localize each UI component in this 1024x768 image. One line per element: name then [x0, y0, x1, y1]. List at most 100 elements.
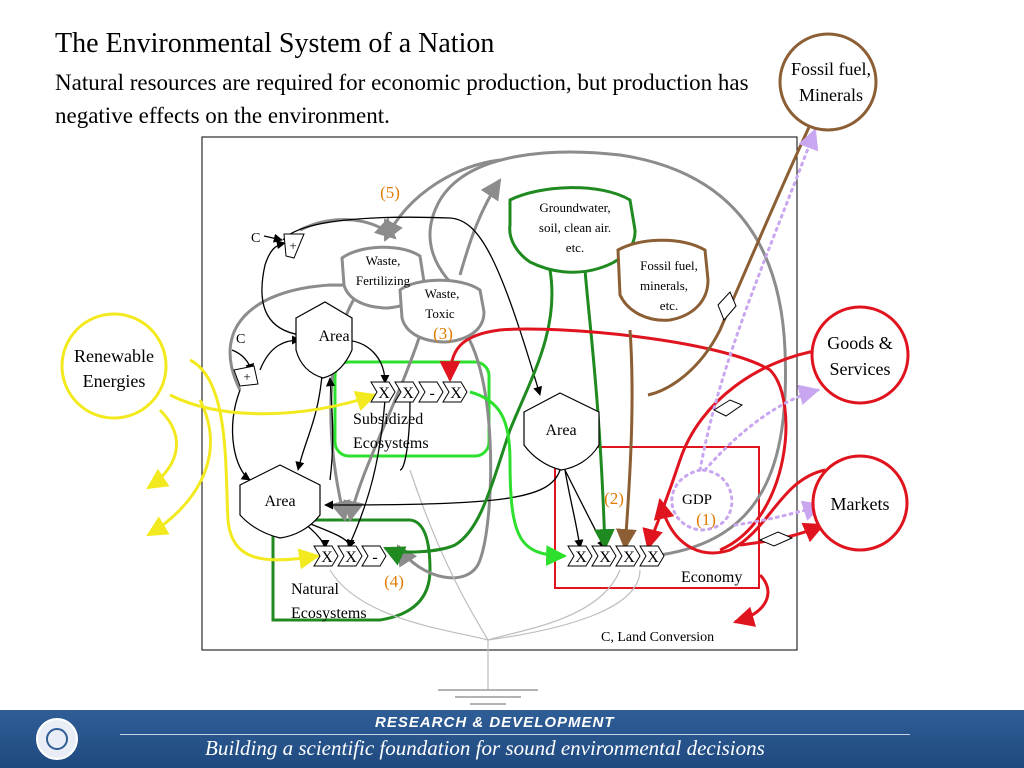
green-groundwater-to-economy: [583, 269, 615, 551]
red-land-conversion: [732, 573, 770, 627]
subsidized_row-operator-shape: [442, 381, 468, 403]
black-c-top-to-plus: [263, 233, 283, 243]
lilac-gdp-to-goods: [703, 384, 821, 472]
subsidized_row-operator-symbol: X: [378, 385, 390, 402]
natural_row-operator-symbol: X: [345, 549, 357, 566]
fossil-outside-label: Fossil fuel,Minerals: [791, 59, 871, 105]
subsidized_row-operator-symbol: X: [402, 385, 414, 402]
black-area-mid-to-area-bottom: [324, 469, 561, 510]
footer-heading: RESEARCH & DEVELOPMENT: [375, 714, 615, 731]
marker-4: (4): [384, 572, 404, 591]
subsidized_row-operator-shape: [394, 381, 420, 403]
red-economy-to-subsidized: [439, 327, 788, 552]
black-subsidized-to-natural: [347, 399, 386, 549]
natural_row-operator-shape: [313, 545, 339, 567]
natural_row-operator-symbol: -: [372, 549, 377, 566]
black-area-mid-to-economy-2: [564, 469, 606, 549]
gray-to-waste-fertilizing: [383, 158, 501, 242]
plus-switch-mid: [233, 365, 259, 387]
marker-2: (2): [604, 489, 624, 508]
lilac-gdp-to-fossil: [698, 128, 819, 472]
footer-bar: RESEARCH & DEVELOPMENT Building a scient…: [0, 710, 1024, 768]
area-top-node: [295, 301, 353, 379]
brown-fossil-inside-to-economy: [615, 329, 637, 551]
marker-5: (5): [380, 183, 400, 202]
area-bottom-node: [239, 464, 321, 539]
plus-label-mid: +: [243, 369, 250, 384]
subsidized-ecosystem-box: [333, 360, 491, 458]
gray-area-to-waste: [299, 217, 397, 240]
c-mid-label: C: [236, 332, 245, 347]
subsidized_row-operator-symbol: X: [450, 385, 462, 402]
land-conversion-label: C, Land Conversion: [601, 630, 714, 645]
lilac-gdp-to-markets: [733, 500, 825, 527]
area-mid-node: [523, 392, 600, 471]
area-mid-label: Area: [545, 422, 576, 439]
markets-sink: [811, 454, 909, 552]
economy_row-operator-symbol: X: [575, 549, 587, 566]
footer-tagline: Building a scientific foundation for sou…: [205, 736, 765, 760]
economy_row-operator-symbol: X: [599, 549, 611, 566]
subsidized_row-operator-shape: [370, 381, 396, 403]
waste-toxic-storage: [398, 278, 486, 344]
economy_row-operator-symbol: X: [623, 549, 635, 566]
marker-3: (3): [433, 324, 453, 343]
plus-label-top: +: [289, 238, 296, 253]
natural-ecosystem-box: [271, 518, 432, 622]
page-title: The Environmental System of a Nation: [55, 28, 495, 59]
page-subtitle: Natural resources are required for econo…: [55, 70, 749, 128]
fossil-inside-label: Fossil fuel,minerals,etc.: [640, 258, 698, 313]
yellow-renewable-to-natural: [189, 358, 321, 570]
lightgreen-subsidized-to-economy: [469, 390, 568, 567]
red-markets-loop: [653, 468, 826, 555]
black-plus-mid-to-area-top: [259, 335, 301, 371]
black-area-top-to-area-bottom: [295, 374, 323, 471]
black-plus-top-to-c: [282, 216, 543, 396]
natural_row-operator-shape: [337, 545, 363, 567]
natural_row-operator-shape: [361, 545, 387, 567]
natural_row-operator-symbol: X: [321, 549, 333, 566]
subsidized_row-operator-shape: [418, 381, 444, 403]
heat-sink-icon: [438, 689, 538, 705]
renewable-energies-source: [60, 312, 168, 420]
economy-label: Economy: [681, 569, 742, 586]
c-top-label: C: [251, 231, 260, 246]
markets-label: Markets: [831, 494, 890, 514]
gray-waste-to-economy: [396, 318, 493, 580]
gdp-box: [683, 491, 719, 505]
economy_row-operator-shape: [615, 545, 641, 567]
red-goods-loop: [642, 348, 821, 551]
switch-icon-3: [758, 531, 794, 547]
plus-switch-top: [283, 233, 305, 259]
black-area-mid-to-economy: [564, 469, 584, 549]
footer-divider: [120, 734, 910, 735]
switch-icon-2: [712, 399, 744, 417]
groundwater-storage: [508, 186, 637, 274]
marker-1: (1): [696, 510, 716, 529]
fossil-fuel-storage: [616, 238, 710, 322]
area-top-label: Area: [318, 328, 349, 345]
gray-up-to-toxic: [458, 178, 502, 276]
gdp-label: GDP: [682, 492, 712, 508]
area-bottom-label: Area: [264, 493, 295, 510]
goods-label: Goods &Services: [827, 333, 893, 379]
yellow-renewable-to-subsidized: [169, 391, 377, 416]
economy_row-operator-shape: [591, 545, 617, 567]
black-left-loop: [231, 389, 251, 481]
subsidized_row-operator-symbol: -: [429, 385, 434, 402]
agency-seal-icon: [36, 718, 78, 760]
economy_row-operator-shape: [639, 545, 665, 567]
gray-loop-outer: [428, 150, 788, 557]
yellow-out-1: [146, 408, 178, 490]
economy_row-operator-symbol: X: [647, 549, 659, 566]
system-boundary: [201, 136, 798, 651]
switch-icon-1: [717, 291, 737, 321]
yellow-out-2: [146, 399, 212, 537]
black-area-top-to-plus: [261, 240, 301, 336]
